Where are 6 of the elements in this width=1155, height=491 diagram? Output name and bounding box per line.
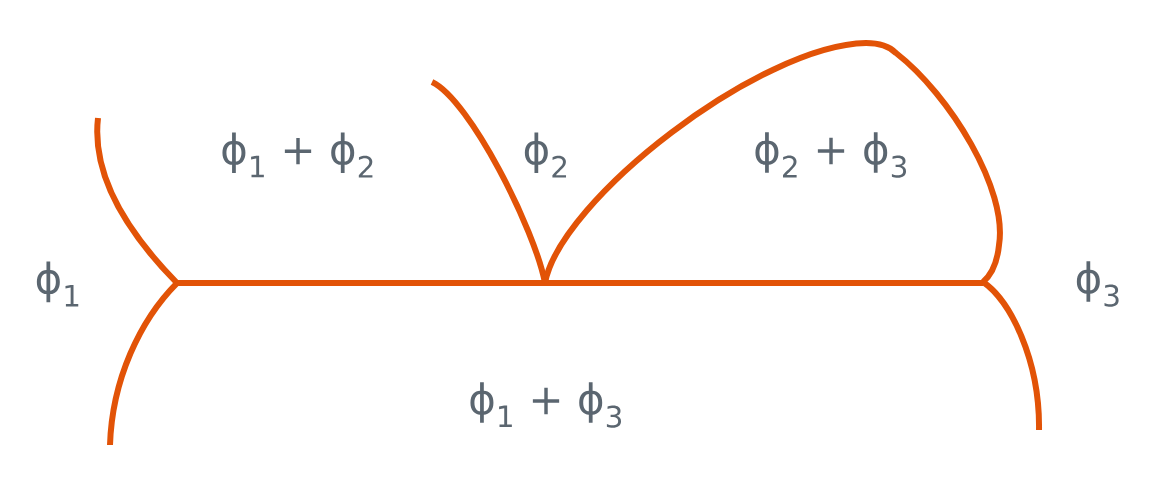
region-label: ϕ$_{1}$ + ϕ$_{2}$	[222, 132, 373, 178]
region-label: ϕ$_{3}$	[1076, 261, 1119, 307]
region-label: ϕ$_{1}$	[36, 261, 79, 307]
region-label: ϕ$_{1}$ + ϕ$_{3}$	[470, 382, 621, 428]
region-label: ϕ$_{2}$	[524, 132, 566, 178]
region-label: ϕ$_{2}$ + ϕ$_{3}$	[755, 132, 906, 178]
